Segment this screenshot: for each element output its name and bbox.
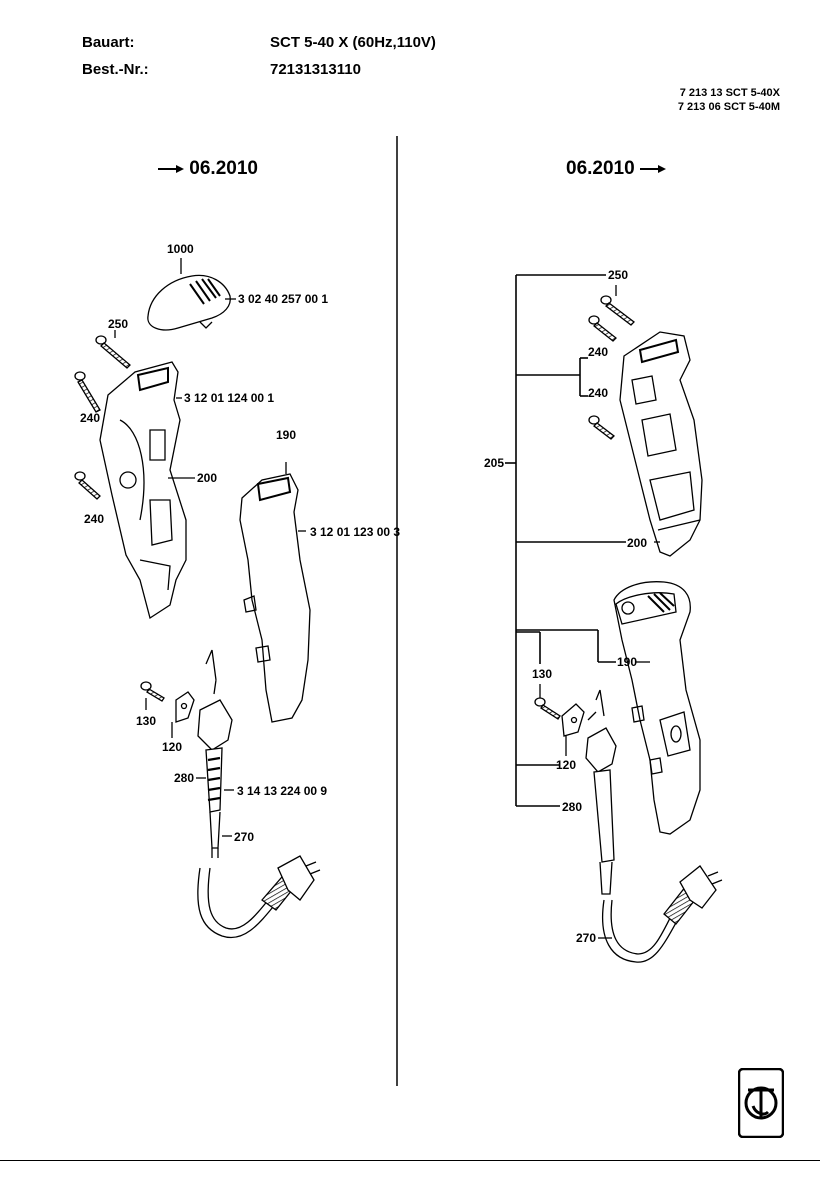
screw-240a-part	[588, 315, 617, 342]
cable-guard-part	[196, 649, 234, 858]
cable-guard-part	[585, 689, 617, 895]
label-slider-code: 3 02 40 257 00 1	[238, 292, 329, 306]
power-cable-part	[197, 855, 321, 939]
handle-half-part	[613, 581, 701, 835]
model-code-2: 7 213 06 SCT 5-40M	[677, 101, 780, 113]
bestnr-value: 72131313110	[270, 61, 361, 78]
label-1000: 1000	[167, 242, 194, 256]
label-240a: 240	[80, 411, 101, 425]
label-190: 190	[276, 428, 297, 442]
label-250: 250	[108, 317, 129, 331]
label-190: 190	[617, 655, 638, 669]
screw-240a-part	[74, 371, 101, 413]
housing-half-part	[99, 361, 195, 620]
label-130: 130	[136, 714, 157, 728]
label-240a: 240	[588, 345, 609, 359]
arrow-right-icon	[158, 164, 184, 173]
screw-250-part	[95, 330, 131, 369]
bottom-rule	[0, 1160, 820, 1161]
model-code-1: 7 213 13 SCT 5-40X	[679, 87, 780, 99]
bestnr-label: Best.-Nr.:	[82, 61, 149, 78]
label-240b: 240	[588, 386, 609, 400]
label-130: 130	[532, 667, 553, 681]
label-280: 280	[174, 771, 195, 785]
screw-250-part	[600, 285, 635, 326]
bauart-value: SCT 5-40 X (60Hz,110V)	[270, 34, 436, 51]
label-housing-code: 3 12 01 124 00 1	[184, 391, 275, 405]
label-200: 200	[197, 471, 218, 485]
label-120: 120	[162, 740, 183, 754]
label-270: 270	[234, 830, 255, 844]
left-section-date: 06.2010	[189, 158, 258, 179]
cable-clamp-part	[171, 691, 195, 738]
screw-130-part	[534, 684, 561, 720]
screw-240b-part	[74, 471, 101, 500]
label-280: 280	[562, 800, 583, 814]
label-120: 120	[556, 758, 577, 772]
label-handle-code: 3 12 01 123 00 3	[310, 525, 401, 539]
slider-cap-part	[147, 258, 236, 331]
housing-half-part	[619, 331, 703, 557]
cable-clamp-part	[561, 703, 585, 756]
label-200: 200	[627, 536, 648, 550]
handle-half-part	[239, 462, 311, 723]
bauart-label: Bauart:	[82, 34, 135, 51]
label-240b: 240	[84, 512, 105, 526]
left-section-title: 06.2010	[158, 158, 258, 180]
label-250: 250	[608, 268, 629, 282]
arrow-right-icon	[639, 164, 666, 173]
screw-240b-part	[588, 415, 615, 440]
assembly-bracket	[505, 274, 626, 807]
right-section-date: 06.2010	[566, 158, 635, 179]
label-270: 270	[576, 931, 597, 945]
power-cable-part	[598, 865, 723, 963]
label-205: 205	[484, 456, 505, 470]
label-cable-code: 3 14 13 224 00 9	[237, 784, 328, 798]
screw-130-part	[140, 681, 165, 710]
fein-logo-icon	[738, 1068, 784, 1138]
right-section-title: 06.2010	[566, 158, 666, 180]
